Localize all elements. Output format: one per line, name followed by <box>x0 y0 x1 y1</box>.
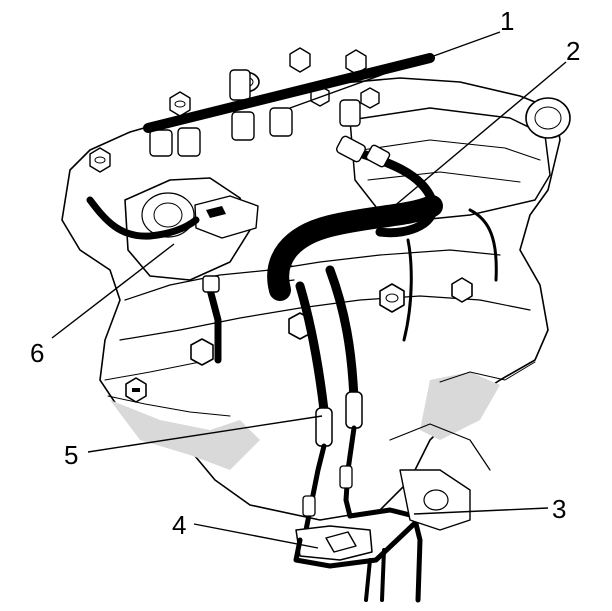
fuel-line-bracket <box>293 423 491 603</box>
leader-lines <box>51 31 567 549</box>
leader-line-2 <box>391 61 567 209</box>
leader-line-4 <box>193 523 319 549</box>
fuel-lines <box>295 265 363 533</box>
valve-cover <box>349 97 571 221</box>
leader-line-1 <box>289 31 501 109</box>
callout-label-1: 1 <box>500 6 514 36</box>
wiring-harness <box>267 195 498 342</box>
callout-label-2: 2 <box>566 36 580 66</box>
callout-label-4: 4 <box>172 510 186 540</box>
fuel-rail <box>143 53 435 133</box>
fuel-injectors <box>149 69 361 157</box>
callout-label-6: 6 <box>30 338 44 368</box>
callout-label-3: 3 <box>552 494 566 524</box>
callout-label-5: 5 <box>64 440 78 470</box>
callout-labels: 1 2 3 4 5 6 <box>30 6 580 540</box>
leader-line-6 <box>51 243 175 339</box>
leader-line-3 <box>413 507 549 515</box>
leader-line-5 <box>87 415 323 453</box>
vacuum-line <box>86 196 222 364</box>
